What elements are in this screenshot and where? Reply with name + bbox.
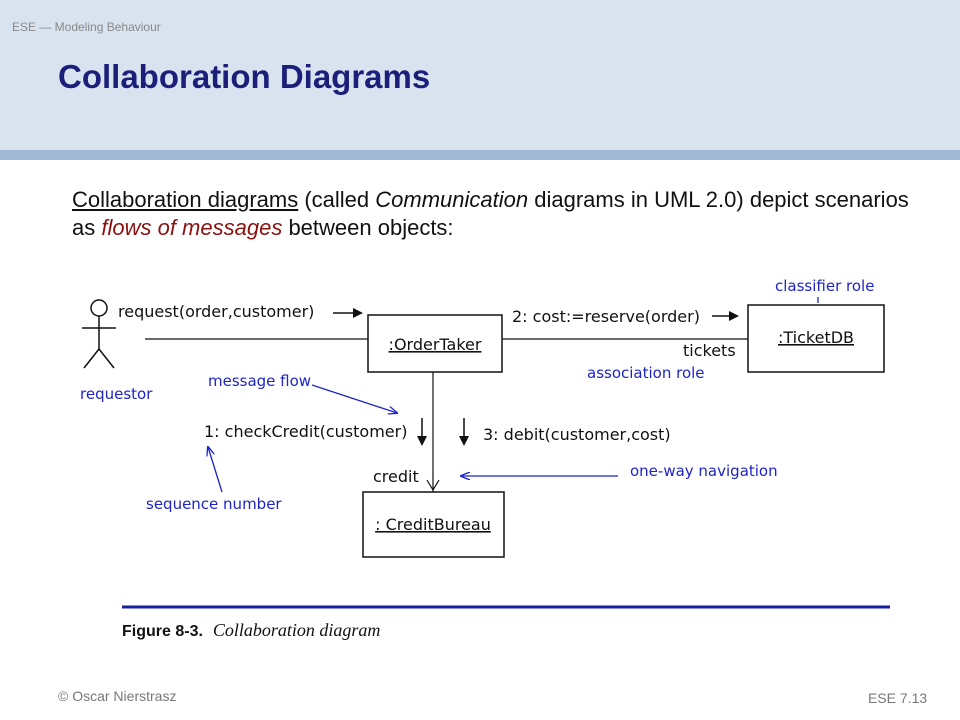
- ticketdb-label: :TicketDB: [778, 328, 854, 347]
- figure-caption-number: Figure 8-3.: [122, 623, 203, 640]
- ticketdb-box: [747, 304, 885, 373]
- intro-part1: (called: [298, 187, 376, 212]
- message-arrowhead-request: [353, 308, 363, 318]
- footer-author: © Oscar Nierstrasz: [58, 688, 177, 704]
- annotation-classifier-role: classifier role: [775, 277, 874, 295]
- annotation-arrow-message-flow: [311, 384, 397, 413]
- creditbureau-box: [362, 491, 505, 558]
- intro-text: Collaboration diagrams (called Communica…: [72, 186, 912, 242]
- intro-highlight: flows of messages: [101, 215, 283, 240]
- role-label-credit: credit: [373, 467, 419, 486]
- header-rule: [0, 150, 960, 160]
- intro-part2: diagrams in UML 2.0) depict scenarios as: [72, 187, 909, 240]
- message-reserve: 2: cost:=reserve(order): [512, 307, 700, 326]
- intro-part3: between objects:: [282, 215, 454, 240]
- ordertaker-label: :OrderTaker: [389, 335, 482, 354]
- figure-caption-title: Collaboration diagram: [213, 620, 381, 640]
- slide-title: Collaboration Diagrams: [58, 58, 431, 95]
- actor-label: requestor: [80, 385, 153, 403]
- message-arrowhead-reserve: [729, 311, 739, 321]
- figure-caption: Figure 8-3. Collaboration diagram: [122, 620, 380, 640]
- annotation-arrow-sequence-number: [208, 447, 223, 493]
- navigation-arrowhead: [426, 479, 440, 492]
- intro-alt-name: Communication: [375, 187, 529, 212]
- header-band: [0, 0, 960, 150]
- actor-icon: [82, 299, 116, 369]
- role-label-tickets: tickets: [683, 341, 736, 360]
- annotation-message-flow: message flow: [208, 372, 311, 390]
- message-debit: 3: debit(customer,cost): [483, 425, 671, 444]
- intro-term: Collaboration diagrams: [72, 187, 299, 212]
- message-arrowhead-debit: [459, 436, 469, 446]
- ordertaker-box: [367, 314, 503, 373]
- creditbureau-label: : CreditBureau: [375, 515, 491, 534]
- annotation-one-way-navigation: one-way navigation: [630, 462, 778, 480]
- course-label: ESE — Modeling Behaviour: [12, 20, 161, 34]
- message-request: request(order,customer): [118, 302, 314, 321]
- message-check-credit: 1: checkCredit(customer): [204, 422, 407, 441]
- annotation-sequence-number: sequence number: [146, 495, 282, 513]
- message-arrowhead-check-credit: [417, 436, 427, 446]
- footer-page-number: ESE 7.13: [868, 690, 928, 706]
- annotation-association-role: association role: [587, 364, 705, 382]
